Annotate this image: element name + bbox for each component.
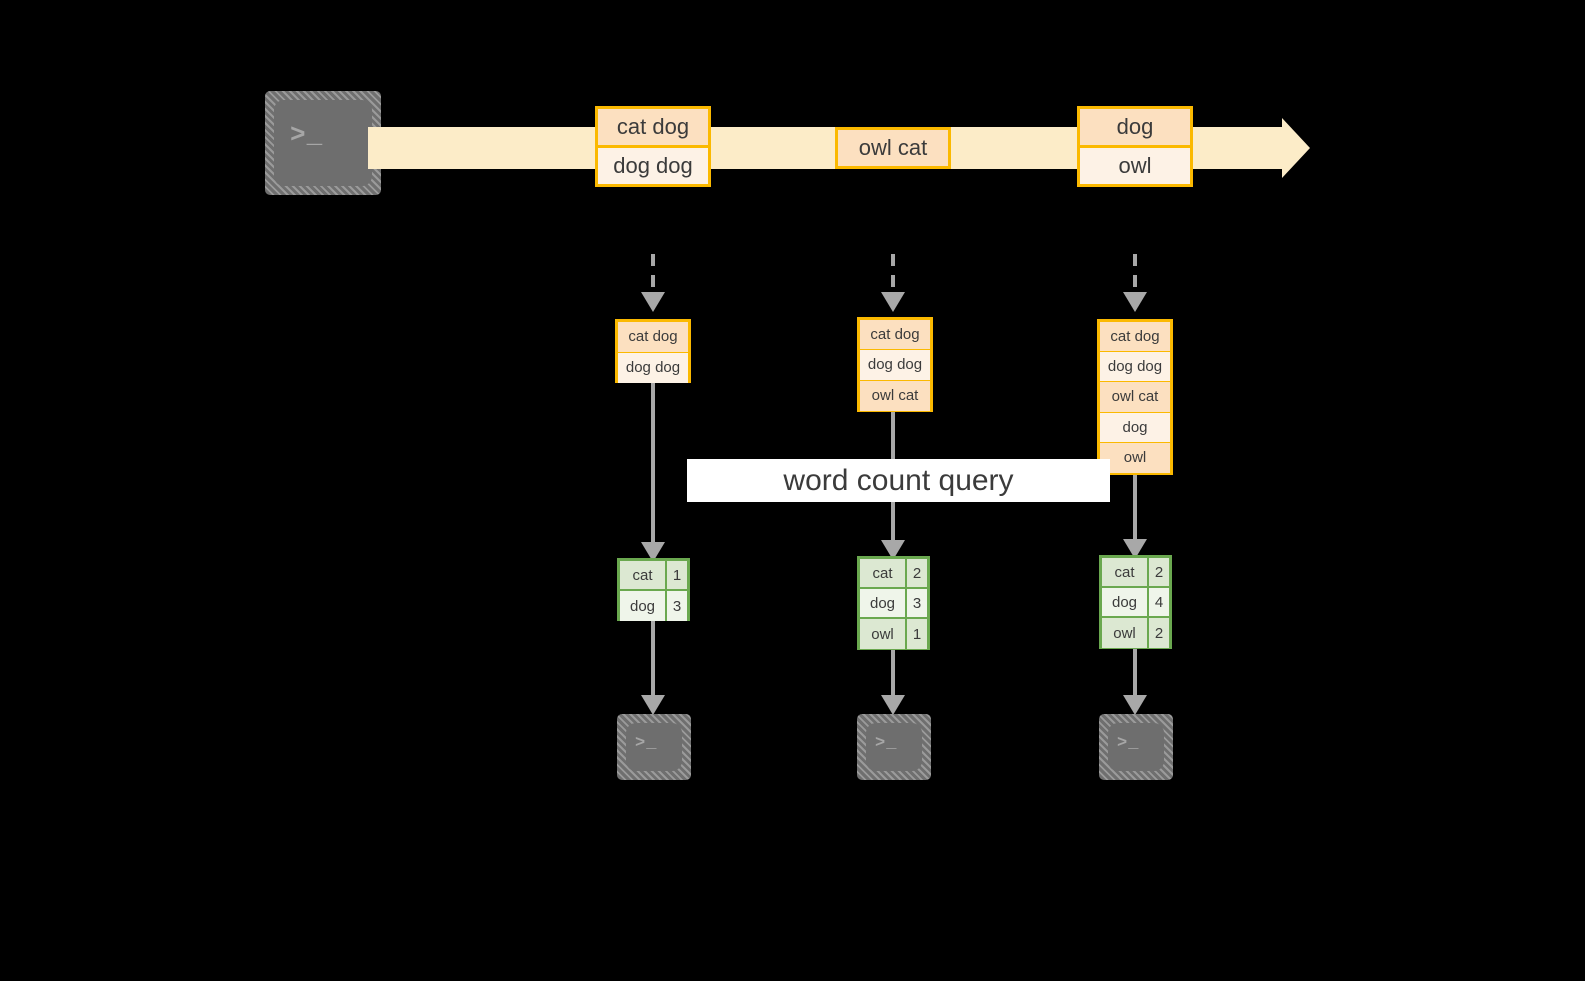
timeline-event-line: owl cat bbox=[835, 127, 951, 169]
input-row: cat dog bbox=[1100, 322, 1170, 353]
result-count-cell: 2 bbox=[1149, 558, 1169, 586]
table-row: dog 3 bbox=[860, 589, 927, 619]
sink-arrowhead-2 bbox=[881, 695, 905, 715]
sink-terminal-icon-1: >_ bbox=[617, 714, 691, 780]
terminal-prompt: >_ bbox=[875, 734, 898, 753]
input-row-text: cat dog bbox=[870, 326, 920, 344]
table-row: owl 1 bbox=[860, 619, 927, 649]
terminal-screen: >_ bbox=[1108, 723, 1164, 771]
table-row: dog 3 bbox=[620, 591, 687, 621]
dashed-connector-3 bbox=[1133, 254, 1137, 294]
result-table-1: cat 1 dog 3 bbox=[617, 558, 690, 621]
result-word-cell: cat bbox=[860, 559, 907, 587]
input-row-text: owl bbox=[1123, 449, 1147, 467]
input-row: owl cat bbox=[1100, 382, 1170, 413]
input-row: owl cat bbox=[860, 380, 930, 411]
input-row: dog dog bbox=[860, 350, 930, 381]
timeline-event-line: dog bbox=[1077, 106, 1193, 148]
table-row: dog 4 bbox=[1102, 588, 1169, 618]
timeline-event-batch-3: dog owl bbox=[1077, 106, 1193, 187]
input-row-text: owl cat bbox=[871, 387, 919, 405]
table-row: owl 2 bbox=[1102, 618, 1169, 648]
timeline-event-line: owl bbox=[1077, 145, 1193, 187]
table-row: cat 2 bbox=[1102, 558, 1169, 588]
result-count-cell: 1 bbox=[667, 561, 687, 589]
result-word-cell: owl bbox=[860, 619, 907, 649]
dashed-connector-2 bbox=[891, 254, 895, 294]
sink-arrowhead-1 bbox=[641, 695, 665, 715]
query-banner: word count query bbox=[687, 459, 1110, 502]
result-count-cell: 4 bbox=[1149, 588, 1169, 616]
input-row: owl bbox=[1100, 442, 1170, 473]
result-word-cell: dog bbox=[1102, 588, 1149, 616]
input-row: dog dog bbox=[1100, 352, 1170, 383]
event-text: owl cat bbox=[858, 135, 928, 160]
input-row-text: dog dog bbox=[625, 359, 681, 377]
timeline-event-batch-2: owl cat bbox=[835, 127, 951, 169]
source-terminal-icon: >_ bbox=[265, 91, 381, 195]
sink-connector-2 bbox=[891, 650, 895, 699]
input-table-2: cat dog dog dog owl cat bbox=[857, 317, 933, 412]
result-count-cell: 3 bbox=[907, 589, 927, 617]
terminal-screen: >_ bbox=[626, 723, 682, 771]
dashed-arrowhead-2 bbox=[881, 292, 905, 312]
input-table-3: cat dog dog dog owl cat dog owl bbox=[1097, 319, 1173, 475]
terminal-screen: >_ bbox=[866, 723, 922, 771]
input-row: cat dog bbox=[618, 322, 688, 353]
timeline-event-line: dog dog bbox=[595, 145, 711, 187]
query-arrowhead-2 bbox=[881, 540, 905, 560]
terminal-screen: >_ bbox=[274, 100, 372, 186]
event-text: dog bbox=[1116, 114, 1154, 139]
result-word-cell: dog bbox=[620, 591, 667, 621]
query-connector-3 bbox=[1133, 475, 1137, 552]
result-count-cell: 3 bbox=[667, 591, 687, 621]
result-count-cell: 2 bbox=[1149, 618, 1169, 648]
sink-connector-3 bbox=[1133, 649, 1137, 699]
timeline-arrowhead bbox=[1282, 118, 1310, 178]
sink-terminal-icon-2: >_ bbox=[857, 714, 931, 780]
query-connector-1 bbox=[651, 383, 655, 555]
result-table-2: cat 2 dog 3 owl 1 bbox=[857, 556, 930, 650]
query-arrowhead-1 bbox=[641, 542, 665, 562]
dashed-arrowhead-3 bbox=[1123, 292, 1147, 312]
query-arrowhead-3 bbox=[1123, 539, 1147, 559]
result-word-cell: owl bbox=[1102, 618, 1149, 648]
terminal-prompt: >_ bbox=[635, 734, 658, 753]
terminal-prompt: >_ bbox=[1117, 734, 1140, 753]
terminal-prompt: >_ bbox=[290, 120, 324, 150]
result-word-cell: cat bbox=[620, 561, 667, 589]
input-row-text: dog bbox=[1122, 418, 1148, 436]
input-row-text: dog dog bbox=[867, 356, 923, 374]
input-row: dog dog bbox=[618, 352, 688, 383]
input-row-text: cat dog bbox=[628, 328, 678, 346]
result-count-cell: 2 bbox=[907, 559, 927, 587]
event-text: cat dog bbox=[616, 114, 690, 139]
sink-arrowhead-3 bbox=[1123, 695, 1147, 715]
input-row-text: cat dog bbox=[1110, 328, 1160, 346]
dashed-arrowhead-1 bbox=[641, 292, 665, 312]
dashed-connector-1 bbox=[651, 254, 655, 294]
input-row: cat dog bbox=[860, 320, 930, 351]
input-row-text: dog dog bbox=[1107, 358, 1163, 376]
table-row: cat 2 bbox=[860, 559, 927, 589]
event-text: owl bbox=[1118, 153, 1152, 178]
event-text: dog dog bbox=[613, 153, 693, 178]
timeline-event-batch-1: cat dog dog dog bbox=[595, 106, 711, 187]
input-table-1: cat dog dog dog bbox=[615, 319, 691, 383]
result-table-3: cat 2 dog 4 owl 2 bbox=[1099, 555, 1172, 649]
result-word-cell: dog bbox=[860, 589, 907, 617]
sink-terminal-icon-3: >_ bbox=[1099, 714, 1173, 780]
input-row: dog bbox=[1100, 412, 1170, 443]
table-row: cat 1 bbox=[620, 561, 687, 591]
sink-connector-1 bbox=[651, 621, 655, 699]
timeline-event-line: cat dog bbox=[595, 106, 711, 148]
query-banner-label: word count query bbox=[783, 463, 1014, 497]
input-row-text: owl cat bbox=[1111, 388, 1159, 406]
result-word-cell: cat bbox=[1102, 558, 1149, 586]
result-count-cell: 1 bbox=[907, 619, 927, 649]
